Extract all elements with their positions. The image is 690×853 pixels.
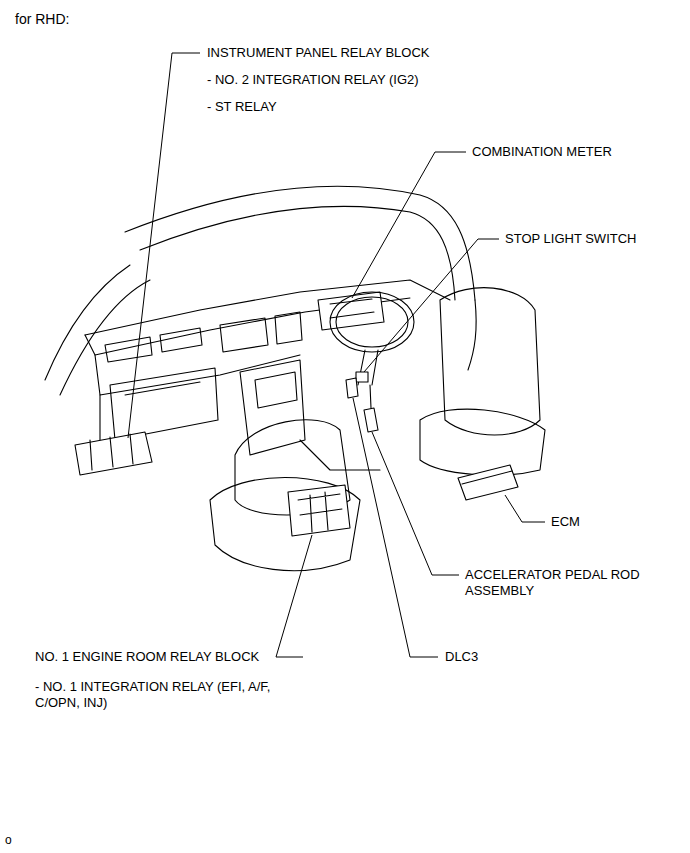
vehicle-interior [45, 186, 545, 570]
ecm-detail [462, 471, 512, 484]
leader-lines [128, 53, 545, 657]
accelerator-pedal [364, 408, 378, 432]
leader-line [352, 152, 466, 298]
part-label: ECM [551, 514, 580, 530]
glove-box [110, 368, 218, 440]
figure-code: o [5, 832, 12, 848]
page-title: for RHD: [15, 10, 69, 28]
leader-line [353, 398, 438, 657]
stop-light-switch [356, 372, 368, 382]
steering-wheel [336, 297, 408, 347]
a-pillar [60, 280, 150, 395]
windshield-frame [140, 206, 455, 300]
part-label: INSTRUMENT PANEL RELAY BLOCK [207, 45, 430, 61]
dashboard [95, 355, 300, 395]
seat [440, 288, 540, 435]
seat [210, 478, 360, 571]
engine-room-relay-block [288, 485, 350, 536]
part-label: DLC3 [445, 649, 478, 665]
air-vent [160, 328, 202, 352]
air-vent [105, 337, 152, 362]
relay-detail [90, 434, 133, 470]
console-panel [255, 372, 297, 408]
center-console [240, 360, 305, 455]
part-label: COMBINATION METER [472, 144, 612, 160]
instrument-panel-relay-block [75, 432, 152, 475]
display [220, 318, 268, 352]
pillar [468, 300, 476, 370]
leader-line [364, 239, 499, 372]
a-pillar [45, 265, 130, 380]
combination-meter [318, 292, 384, 330]
dlc3-connector [346, 378, 358, 398]
relay-name: - NO. 2 INTEGRATION RELAY (IG2) [207, 72, 419, 88]
seat [420, 409, 545, 475]
glove-box [125, 382, 200, 395]
leader-line [505, 495, 545, 522]
part-label: ACCELERATOR PEDAL ROD ASSEMBLY [465, 567, 680, 599]
relay-name: - NO. 1 INTEGRATION RELAY (EFI, A/F, C/O… [35, 679, 285, 711]
pedal-rod [370, 385, 371, 408]
relay-detail [298, 492, 342, 532]
relay-name: - ST RELAY [207, 99, 277, 115]
leader-line [276, 535, 312, 657]
windshield-frame [125, 186, 475, 300]
ecm [458, 465, 518, 500]
leader-line [128, 53, 200, 438]
dashboard [85, 280, 450, 335]
leader-line [372, 432, 459, 575]
steering-wheel [330, 292, 414, 352]
part-label: STOP LIGHT SWITCH [505, 231, 636, 247]
air-vent [275, 312, 302, 344]
part-label: NO. 1 ENGINE ROOM RELAY BLOCK [35, 649, 259, 665]
